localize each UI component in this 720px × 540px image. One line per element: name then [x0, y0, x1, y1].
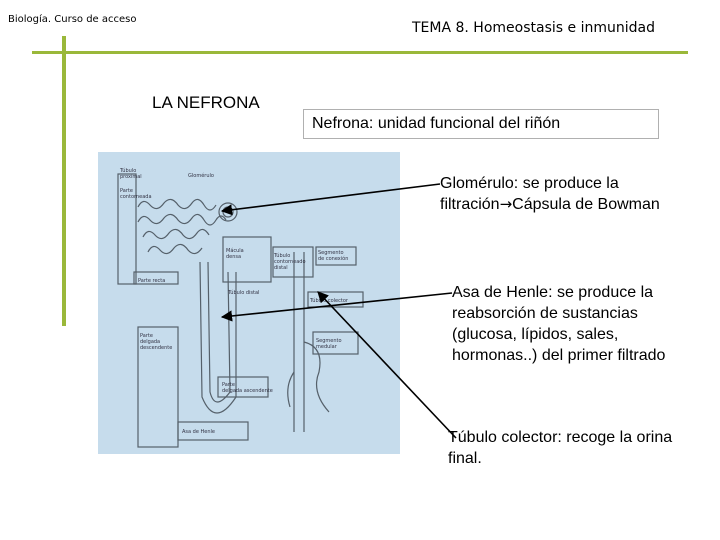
svg-text:proximal: proximal — [120, 174, 142, 180]
svg-text:medular: medular — [316, 344, 338, 350]
svg-text:de conexión: de conexión — [318, 255, 348, 262]
svg-text:Asa de Henle: Asa de Henle — [182, 429, 215, 435]
svg-text:delgada: delgada — [140, 339, 160, 345]
slide-title: LA NEFRONA — [152, 93, 260, 112]
svg-text:densa: densa — [226, 254, 241, 260]
accent-horizontal-line — [32, 51, 688, 54]
svg-text:Mácula: Mácula — [226, 247, 244, 254]
svg-text:Glomérulo: Glomérulo — [188, 172, 214, 179]
svg-text:Parte: Parte — [222, 382, 235, 388]
definition-box: Nefrona: unidad funcional del riñón — [303, 109, 659, 139]
right-arrow-icon: → — [499, 195, 513, 213]
svg-text:Segmento: Segmento — [316, 338, 342, 344]
svg-text:Parte recta: Parte recta — [138, 278, 165, 284]
glomerulo-text: Glomérulo: se produce la filtración→Cáps… — [440, 175, 660, 213]
henle-text: Asa de Henle: se produce la reabsorción … — [452, 284, 666, 364]
course-label: Biología. Curso de acceso — [8, 14, 137, 25]
svg-text:delgada ascendente: delgada ascendente — [222, 388, 273, 394]
svg-text:Segmento: Segmento — [318, 250, 344, 256]
svg-text:Túbulo: Túbulo — [119, 167, 136, 174]
svg-text:Parte: Parte — [120, 188, 133, 194]
accent-vertical-line — [62, 36, 66, 326]
svg-text:Túbulo distal: Túbulo distal — [227, 289, 259, 296]
topic-title: TEMA 8. Homeostasis e inmunidad — [412, 20, 655, 36]
svg-text:Parte: Parte — [140, 333, 153, 339]
svg-text:distal: distal — [274, 265, 288, 271]
colector-text: Túbulo colector: recoge la orina final. — [448, 429, 673, 467]
svg-text:Túbulo: Túbulo — [273, 252, 290, 259]
svg-text:contorneada: contorneada — [120, 194, 152, 200]
svg-text:descendente: descendente — [140, 345, 172, 351]
svg-text:contorneado: contorneado — [274, 259, 306, 265]
